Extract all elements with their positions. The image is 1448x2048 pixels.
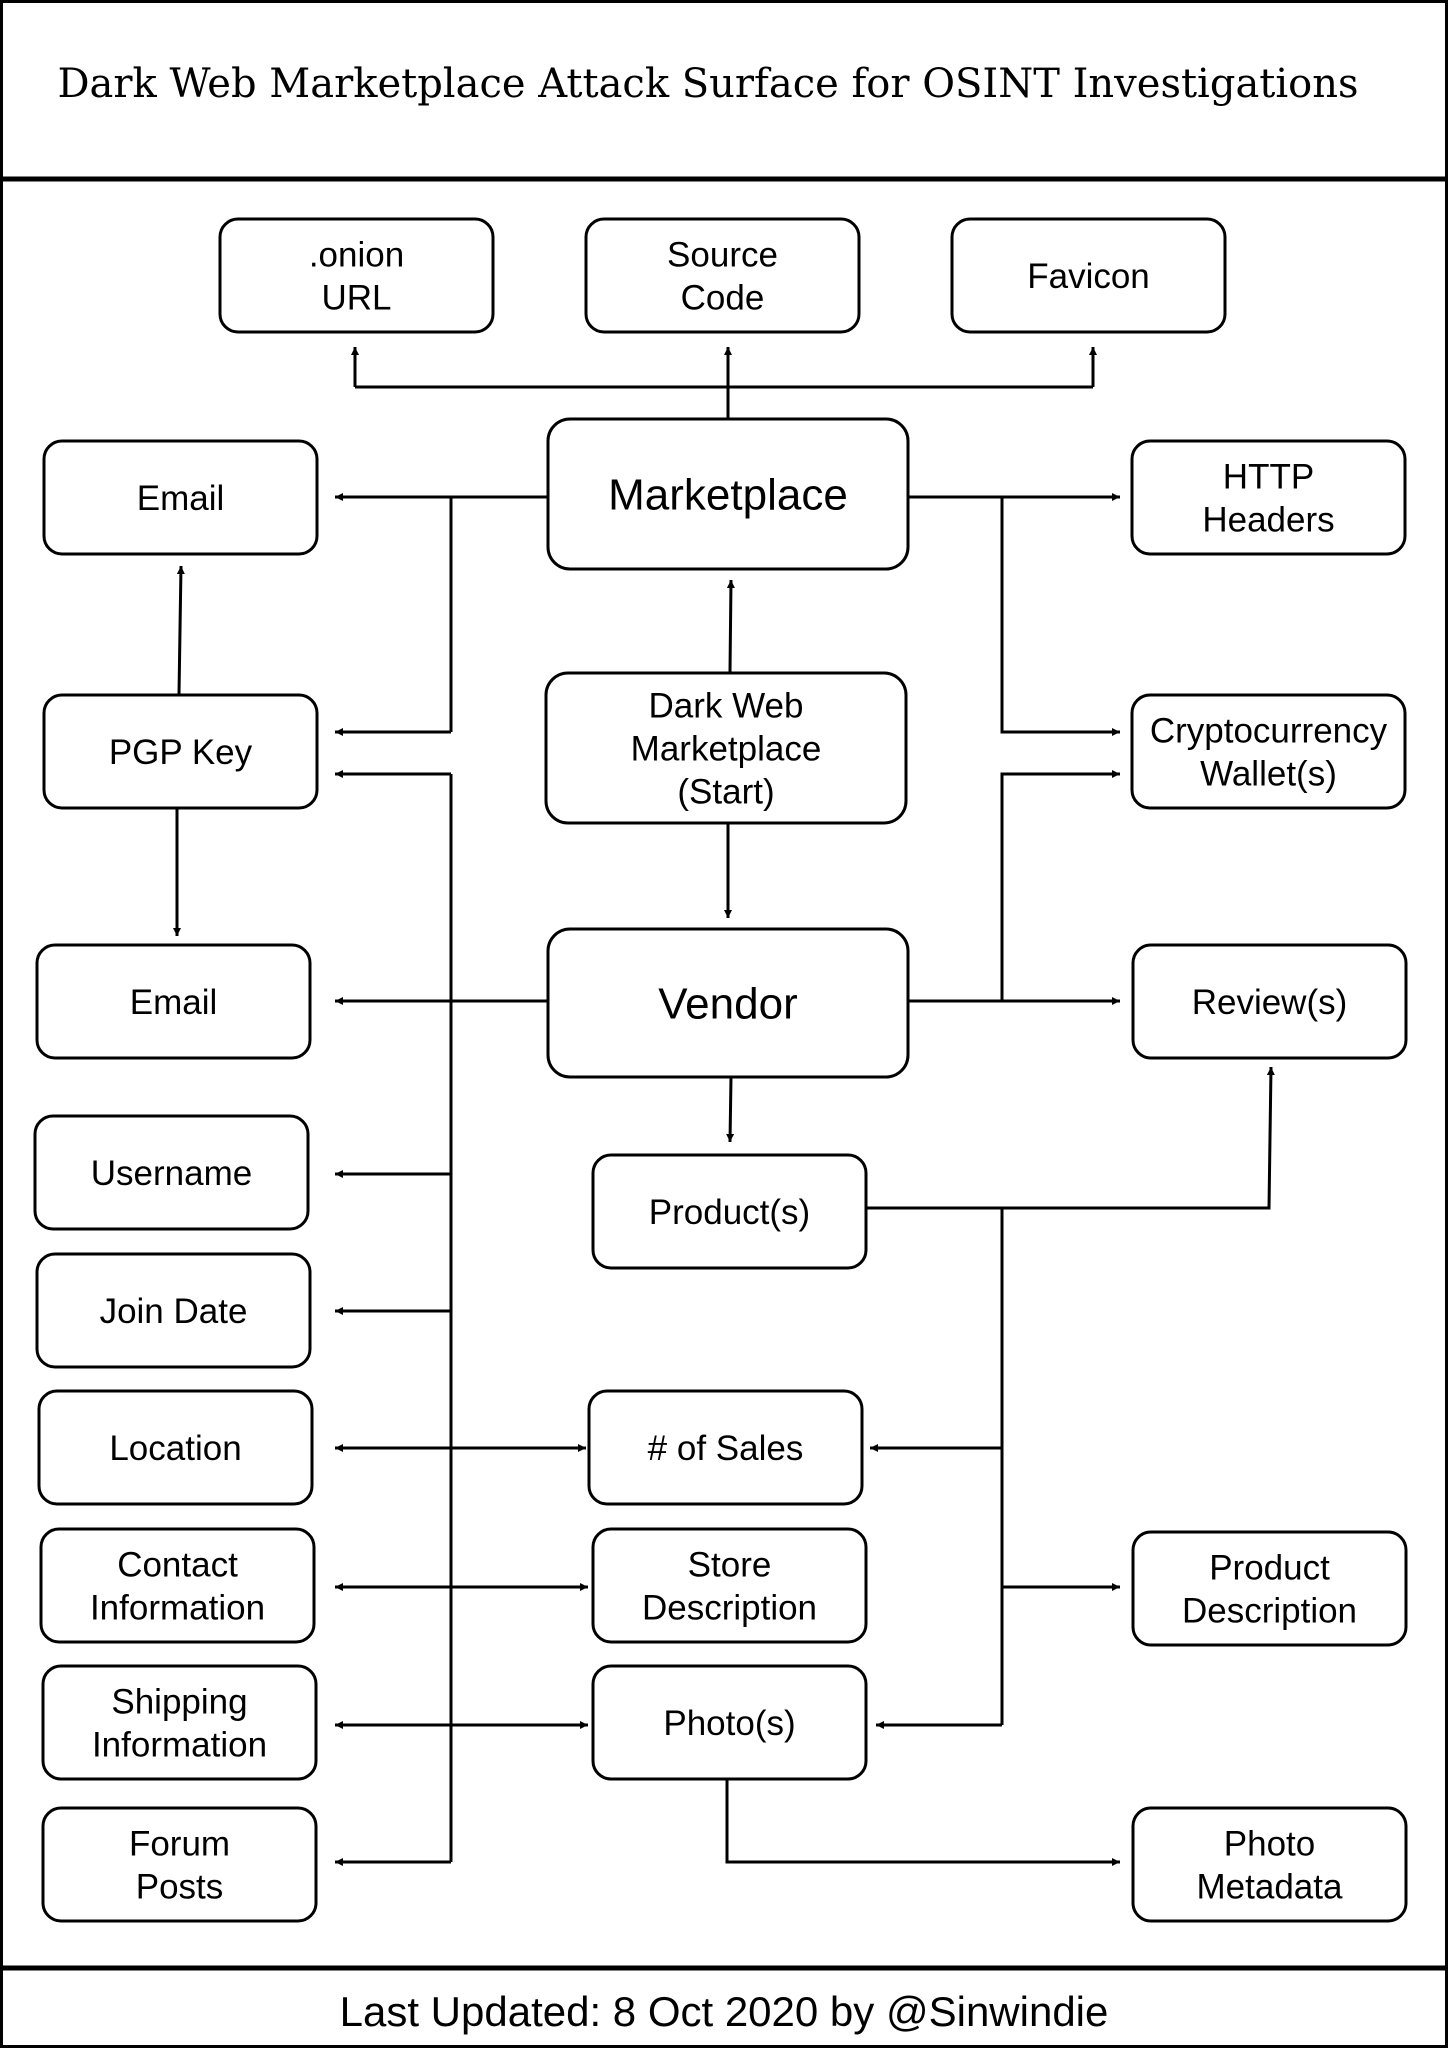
edge-start-to-marketplace — [726, 579, 735, 673]
diagram-title: Dark Web Marketplace Attack Surface for … — [57, 61, 1358, 107]
location-label: Location — [109, 1429, 241, 1468]
label-line: .onion — [309, 235, 404, 274]
node-products: Product(s) — [591, 1153, 868, 1270]
edge-pgp-to-email-top — [176, 565, 185, 695]
label-line: HTTP — [1223, 457, 1314, 496]
reviews-label: Review(s) — [1192, 983, 1348, 1022]
label-line: Location — [109, 1429, 241, 1468]
label-line: Photo — [1224, 1824, 1315, 1863]
label-line: Email — [137, 479, 225, 518]
node-marketplace: Marketplace — [546, 417, 910, 571]
label-line: Description — [1182, 1591, 1357, 1630]
label-line: Marketplace — [631, 729, 822, 768]
node-email-mid: Email — [35, 943, 312, 1060]
label-line: Headers — [1202, 500, 1334, 539]
label-line: Product — [1209, 1548, 1330, 1587]
label-line: PGP Key — [109, 733, 253, 772]
http-headers-label: HTTP Headers — [1202, 457, 1334, 539]
edge-products-to-reviews — [866, 1066, 1275, 1210]
label-line: Information — [90, 1588, 265, 1627]
username-label: Username — [91, 1154, 252, 1193]
edge-photos-to-metadata — [725, 1777, 1120, 1866]
edge-marketplace-left — [449, 495, 548, 732]
label-line: URL — [321, 278, 391, 317]
edge-marketplace-to-wallets — [1000, 497, 1120, 736]
label-line: Vendor — [658, 979, 797, 1028]
label-line: Information — [92, 1725, 267, 1764]
node-http-headers: HTTP Headers — [1130, 439, 1407, 556]
num-sales-label: # of Sales — [648, 1429, 804, 1468]
label-line: Username — [91, 1154, 252, 1193]
label-line: Marketplace — [608, 470, 848, 519]
favicon-label: Favicon — [1027, 257, 1150, 296]
label-line: Shipping — [111, 1682, 247, 1721]
label-line: Posts — [136, 1867, 224, 1906]
pgp-key-label: PGP Key — [109, 733, 253, 772]
label-line: Email — [130, 983, 218, 1022]
node-favicon: Favicon — [950, 217, 1227, 334]
label-line: Wallet(s) — [1200, 754, 1337, 793]
label-line: Metadata — [1197, 1867, 1343, 1906]
marketplace-label: Marketplace — [608, 470, 848, 519]
edge-vendor-to-products — [726, 1076, 735, 1143]
label-line: Join Date — [100, 1292, 248, 1331]
vendor-label: Vendor — [658, 979, 797, 1028]
label-line: Code — [681, 278, 765, 317]
label-line: Review(s) — [1192, 983, 1348, 1022]
label-line: Cryptocurrency — [1150, 711, 1388, 750]
label-line: Store — [688, 1545, 772, 1584]
products-label: Product(s) — [649, 1193, 810, 1232]
node-email-top: Email — [42, 439, 319, 556]
node-join-date: Join Date — [35, 1252, 312, 1369]
label-line: # of Sales — [648, 1429, 804, 1468]
label-line: (Start) — [677, 772, 774, 811]
label-line: Contact — [117, 1545, 238, 1584]
label-line: Source — [667, 235, 778, 274]
node-vendor: Vendor — [546, 927, 910, 1079]
email-top-label: Email — [137, 479, 225, 518]
label-line: Dark Web — [649, 686, 804, 725]
label-line: Photo(s) — [663, 1704, 795, 1743]
edges — [173, 347, 1275, 1866]
label-line: Favicon — [1027, 257, 1150, 296]
photos-label: Photo(s) — [663, 1704, 795, 1743]
label-line: Product(s) — [649, 1193, 810, 1232]
node-num-sales: # of Sales — [587, 1389, 864, 1506]
join-date-label: Join Date — [100, 1292, 248, 1331]
footer-note: Last Updated: 8 Oct 2020 by @Sinwindie — [340, 1988, 1109, 2035]
label-line: Description — [642, 1588, 817, 1627]
node-username: Username — [33, 1114, 310, 1231]
node-location: Location — [37, 1389, 314, 1506]
node-pgp-key: PGP Key — [42, 693, 319, 810]
label-line: Forum — [129, 1824, 230, 1863]
email-mid-label: Email — [130, 983, 218, 1022]
edge-vendor-to-wallets — [1000, 770, 1120, 1001]
node-reviews: Review(s) — [1131, 943, 1408, 1060]
node-photos: Photo(s) — [591, 1664, 868, 1781]
